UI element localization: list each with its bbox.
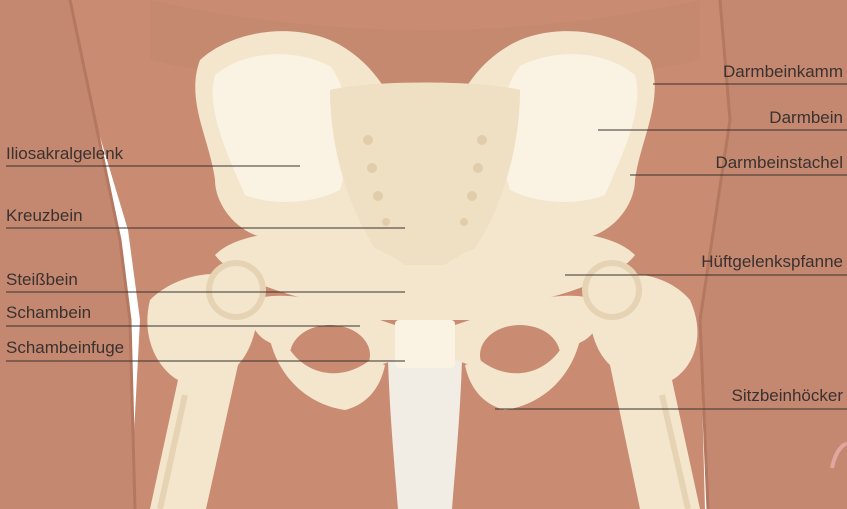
label-darmbein: Darmbein xyxy=(769,108,843,127)
label-sitzbeinhoecker: Sitzbeinhöcker xyxy=(731,386,843,405)
label-kreuzbein: Kreuzbein xyxy=(6,206,83,225)
label-hueftgelenkspfanne: Hüftgelenkspfanne xyxy=(701,252,843,271)
label-darmbeinstachel: Darmbeinstachel xyxy=(715,153,843,172)
label-darmbeinkamm: Darmbeinkamm xyxy=(723,62,843,81)
label-schambeinfuge: Schambeinfuge xyxy=(6,338,124,357)
label-steissbein: Steißbein xyxy=(6,270,78,289)
label-schambein: Schambein xyxy=(6,303,91,322)
label-iliosakralgelenk: Iliosakralgelenk xyxy=(6,144,124,163)
